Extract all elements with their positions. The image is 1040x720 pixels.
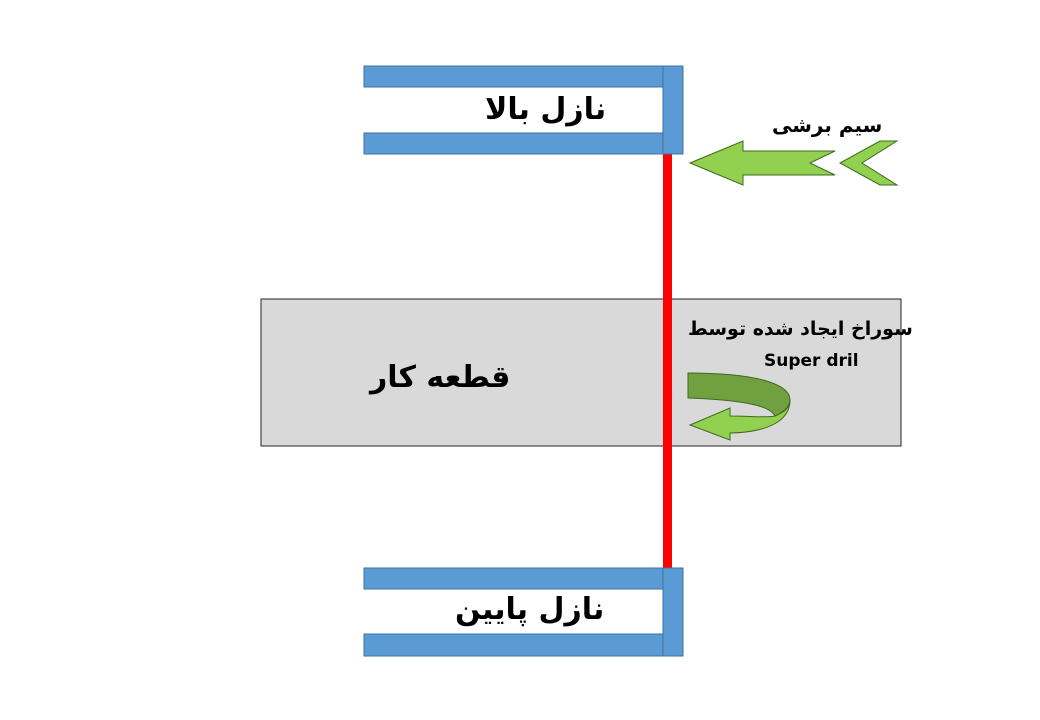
wire-direction-arrow-icon xyxy=(688,140,836,186)
lower-nozzle-label: نازل پایین xyxy=(455,592,605,627)
workpiece-block xyxy=(260,298,902,447)
rotation-arrow-icon xyxy=(687,372,791,441)
workpiece-label: قطعه کار xyxy=(370,360,511,395)
upper-nozzle xyxy=(363,65,684,155)
hole-label-line2: Super dril xyxy=(764,351,859,371)
chevron-icon xyxy=(838,140,899,186)
upper-nozzle-label: نازل بالا xyxy=(485,92,607,127)
lower-nozzle xyxy=(363,567,684,657)
hole-label-line1: سوراخ ایجاد شده توسط xyxy=(688,318,913,340)
cutting-wire-line xyxy=(663,154,672,568)
cutting-wire-label: سیم برشی xyxy=(772,113,883,137)
